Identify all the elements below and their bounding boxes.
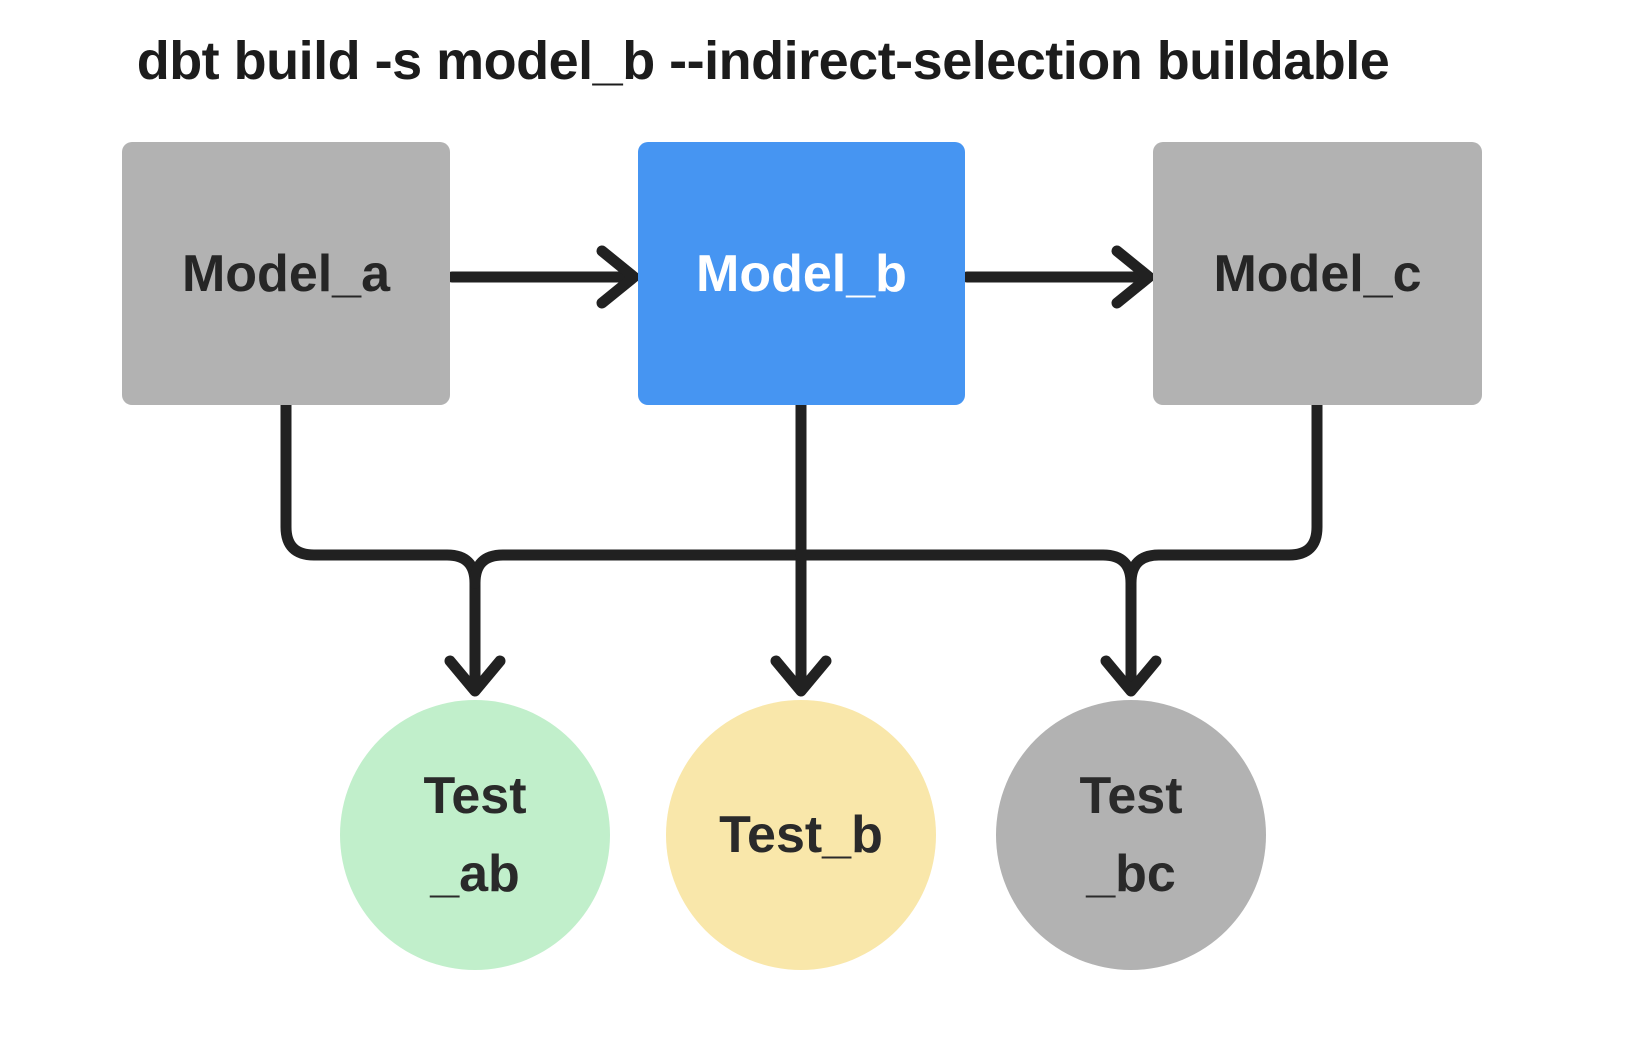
node-test-ab: Test _ab [340,700,610,970]
node-model-b-label: Model_b [696,244,907,303]
node-model-c-label: Model_c [1213,244,1422,303]
node-model-b: Model_b [638,142,965,405]
arrowhead-model-b-icon [596,245,640,309]
arrowhead-test-b-icon [770,655,832,697]
arrowhead-test-bc-icon [1100,655,1162,697]
node-model-c: Model_c [1153,142,1482,405]
node-test-ab-label: Test _ab [423,767,527,903]
command-title: dbt build -s model_b --indirect-selectio… [136,31,1390,91]
node-test-bc: Test _bc [996,700,1266,970]
arrowhead-test-ab-icon [444,655,506,697]
node-test-b: Test_b [666,700,936,970]
arrowhead-model-c-icon [1111,245,1155,309]
edge-model-a-to-test-ab [280,398,481,690]
node-test-b-label: Test_b [719,806,883,864]
node-model-a: Model_a [122,142,450,405]
edge-model-c-to-test-bc [1125,398,1323,690]
node-model-a-label: Model_a [181,244,391,303]
node-test-bc-label: Test _bc [1079,767,1183,903]
edge-model-b-to-test-ab [469,549,807,589]
edge-model-b-to-test-bc [795,549,1137,589]
